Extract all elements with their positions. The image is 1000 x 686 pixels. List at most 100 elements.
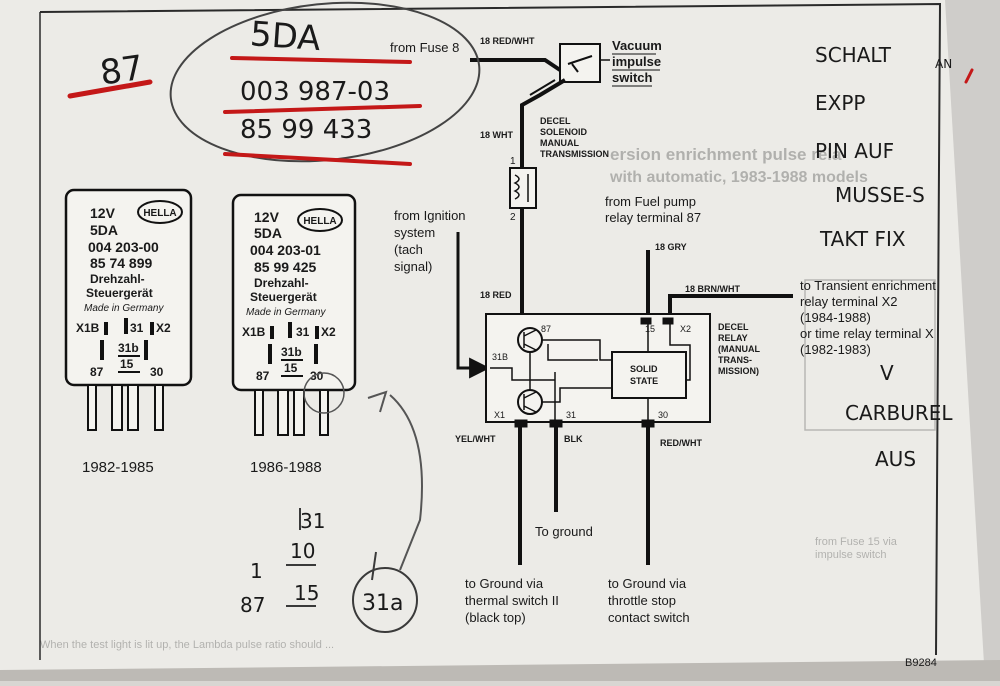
relay-leg-2 — [111, 384, 123, 431]
relay-1982-1985: HELLA 12V 5DA 004 203-00 85 74 899 Drehz… — [64, 188, 193, 476]
diagram-frame — [39, 2, 942, 656]
label-solenoid-pin1: 1 — [510, 156, 516, 167]
label-relay-2: RELAY — [718, 333, 748, 343]
decel-solenoid — [509, 167, 537, 209]
label-ignition-2: system — [394, 225, 435, 240]
label-ignition-4: signal) — [394, 259, 432, 274]
wire-18-wht — [520, 78, 567, 168]
red-underline-sda — [230, 56, 412, 64]
pin-87-label: 87 — [90, 365, 104, 379]
pencil-circle-pin — [303, 372, 345, 414]
relay-leg-2 — [277, 389, 289, 436]
hand-note-6: V — [880, 361, 894, 385]
pin-31-label: 31 — [130, 321, 144, 335]
hella-brand: HELLA — [143, 208, 176, 219]
pin-31-slot — [124, 318, 128, 334]
relay-voltage: 12V — [254, 209, 280, 225]
pin-x2-label: X2 — [321, 325, 336, 339]
internal-wire-x2 — [669, 324, 691, 381]
relay-part-number: 004 203-01 — [250, 242, 321, 258]
hand-sda: 5DA — [249, 14, 322, 59]
hand-bottom-1: 1 — [250, 559, 263, 583]
relay-desc-2: Steuergerät — [250, 290, 317, 304]
relay-1986-1988: HELLA 12V 5DA 004 203-01 85 99 425 Drehz… — [231, 193, 357, 476]
label-ground-throttle-3: contact switch — [608, 610, 690, 625]
hand-bottom-87: 87 — [240, 593, 265, 617]
label-ground-thermal-1: to Ground via — [465, 576, 544, 591]
transistor-bottom-leads — [523, 391, 537, 413]
pin-87-slot — [268, 344, 272, 364]
vacuum-switch-box — [559, 43, 601, 83]
label-terminal-30: 30 — [658, 410, 668, 420]
pin-x2-slot — [150, 322, 154, 335]
bg-heading-1: ersion enrichment pulse rela — [610, 145, 842, 164]
terminal-15-marker — [640, 317, 652, 325]
red-underline-pn1 — [223, 104, 422, 114]
red-underline-87 — [67, 79, 153, 99]
label-solenoid-2: SOLENOID — [540, 127, 588, 137]
label-solenoid-pin2: 2 — [510, 212, 516, 223]
label-wire-brn-wht-18: 18 BRN/WHT — [685, 284, 741, 294]
label-wire-yel-wht: YEL/WHT — [455, 434, 496, 444]
label-relay-4: TRANS- — [718, 355, 752, 365]
relay-desc-2: Steuergerät — [86, 286, 153, 300]
label-relay-5: MISSION) — [718, 366, 759, 376]
label-transient-2: relay terminal X2 — [800, 294, 898, 309]
label-relay-1: DECEL — [718, 322, 749, 332]
label-fuel-pump-2: relay terminal 87 — [605, 210, 701, 225]
hand-part-number-1: 003 987-03 — [240, 77, 390, 107]
label-terminal-31b: 31B — [492, 352, 508, 362]
label-solenoid-3: MANUAL — [540, 138, 579, 148]
red-tick — [964, 68, 974, 84]
label-relay-3: (MANUAL — [718, 344, 760, 354]
solenoid-coil — [513, 174, 520, 200]
terminal-30-marker — [641, 419, 655, 428]
label-ground-thermal-3: (black top) — [465, 610, 526, 625]
internal-wire-3 — [490, 367, 555, 381]
label-solid-state-2: STATE — [630, 376, 658, 386]
label-solenoid-1: DECEL — [540, 116, 571, 126]
label-terminal-x2: X2 — [680, 324, 691, 334]
hand-bottom-31: 31 — [300, 509, 325, 533]
label-transient-3: (1984-1988) — [800, 310, 871, 325]
hand-bottom-31a: 31a — [362, 591, 403, 616]
pin-31b-label: 31b — [281, 345, 302, 359]
label-solenoid-4: TRANSMISSION — [540, 149, 609, 159]
label-wire-red-18: 18 RED — [480, 290, 512, 300]
wiring-labels: from Fuse 8 18 RED/WHT Vacuum impulse sw… — [390, 36, 937, 669]
label-terminal-15: 15 — [645, 324, 655, 334]
label-ground-thermal-2: thermal switch II — [465, 593, 559, 608]
bg-bottom-hint: When the test light is lit up, the Lambd… — [40, 639, 334, 651]
bottom-shadow — [0, 660, 1000, 681]
hand-part-number-2: 85 99 433 — [240, 115, 372, 145]
red-underline-pn2 — [223, 152, 412, 166]
background-print: ersion enrichment pulse rela with automa… — [40, 145, 936, 651]
label-wire-gry-18: 18 GRY — [655, 242, 687, 252]
label-transient-1: to Transient enrichment — [800, 278, 936, 293]
transistor-top-leads — [523, 329, 537, 351]
doc-id: B9284 — [905, 657, 937, 669]
relay-caption: 1986-1988 — [250, 459, 322, 476]
label-wire-blk: BLK — [564, 434, 583, 444]
label-ignition-3: (tach — [394, 242, 423, 257]
pin-31-slot — [288, 322, 292, 338]
wire-ignition-tach — [456, 232, 491, 379]
pin-x1b-label: X1B — [242, 325, 266, 339]
wire-18-wht-parallel — [529, 79, 556, 96]
pin-30-label: 30 — [150, 365, 164, 379]
decel-circuit — [456, 43, 793, 565]
pin-31-label: 31 — [296, 325, 310, 339]
relay-made-in: Made in Germany — [84, 303, 164, 314]
pin-30-slot — [314, 344, 318, 364]
pin-30-slot — [144, 340, 148, 360]
relay-leg-1 — [254, 389, 264, 436]
hand-note-4: MUSSE-S — [835, 183, 925, 207]
pin-15-label: 15 — [284, 361, 298, 375]
relay-alt-number: 85 99 425 — [254, 259, 316, 275]
label-vacuum-3: switch — [612, 70, 653, 85]
hand-note-1b: AN — [935, 57, 952, 71]
relay-type: 5DA — [90, 222, 118, 238]
pin-31b-label: 31b — [118, 341, 139, 355]
page-edge-shadow — [945, 0, 1000, 681]
